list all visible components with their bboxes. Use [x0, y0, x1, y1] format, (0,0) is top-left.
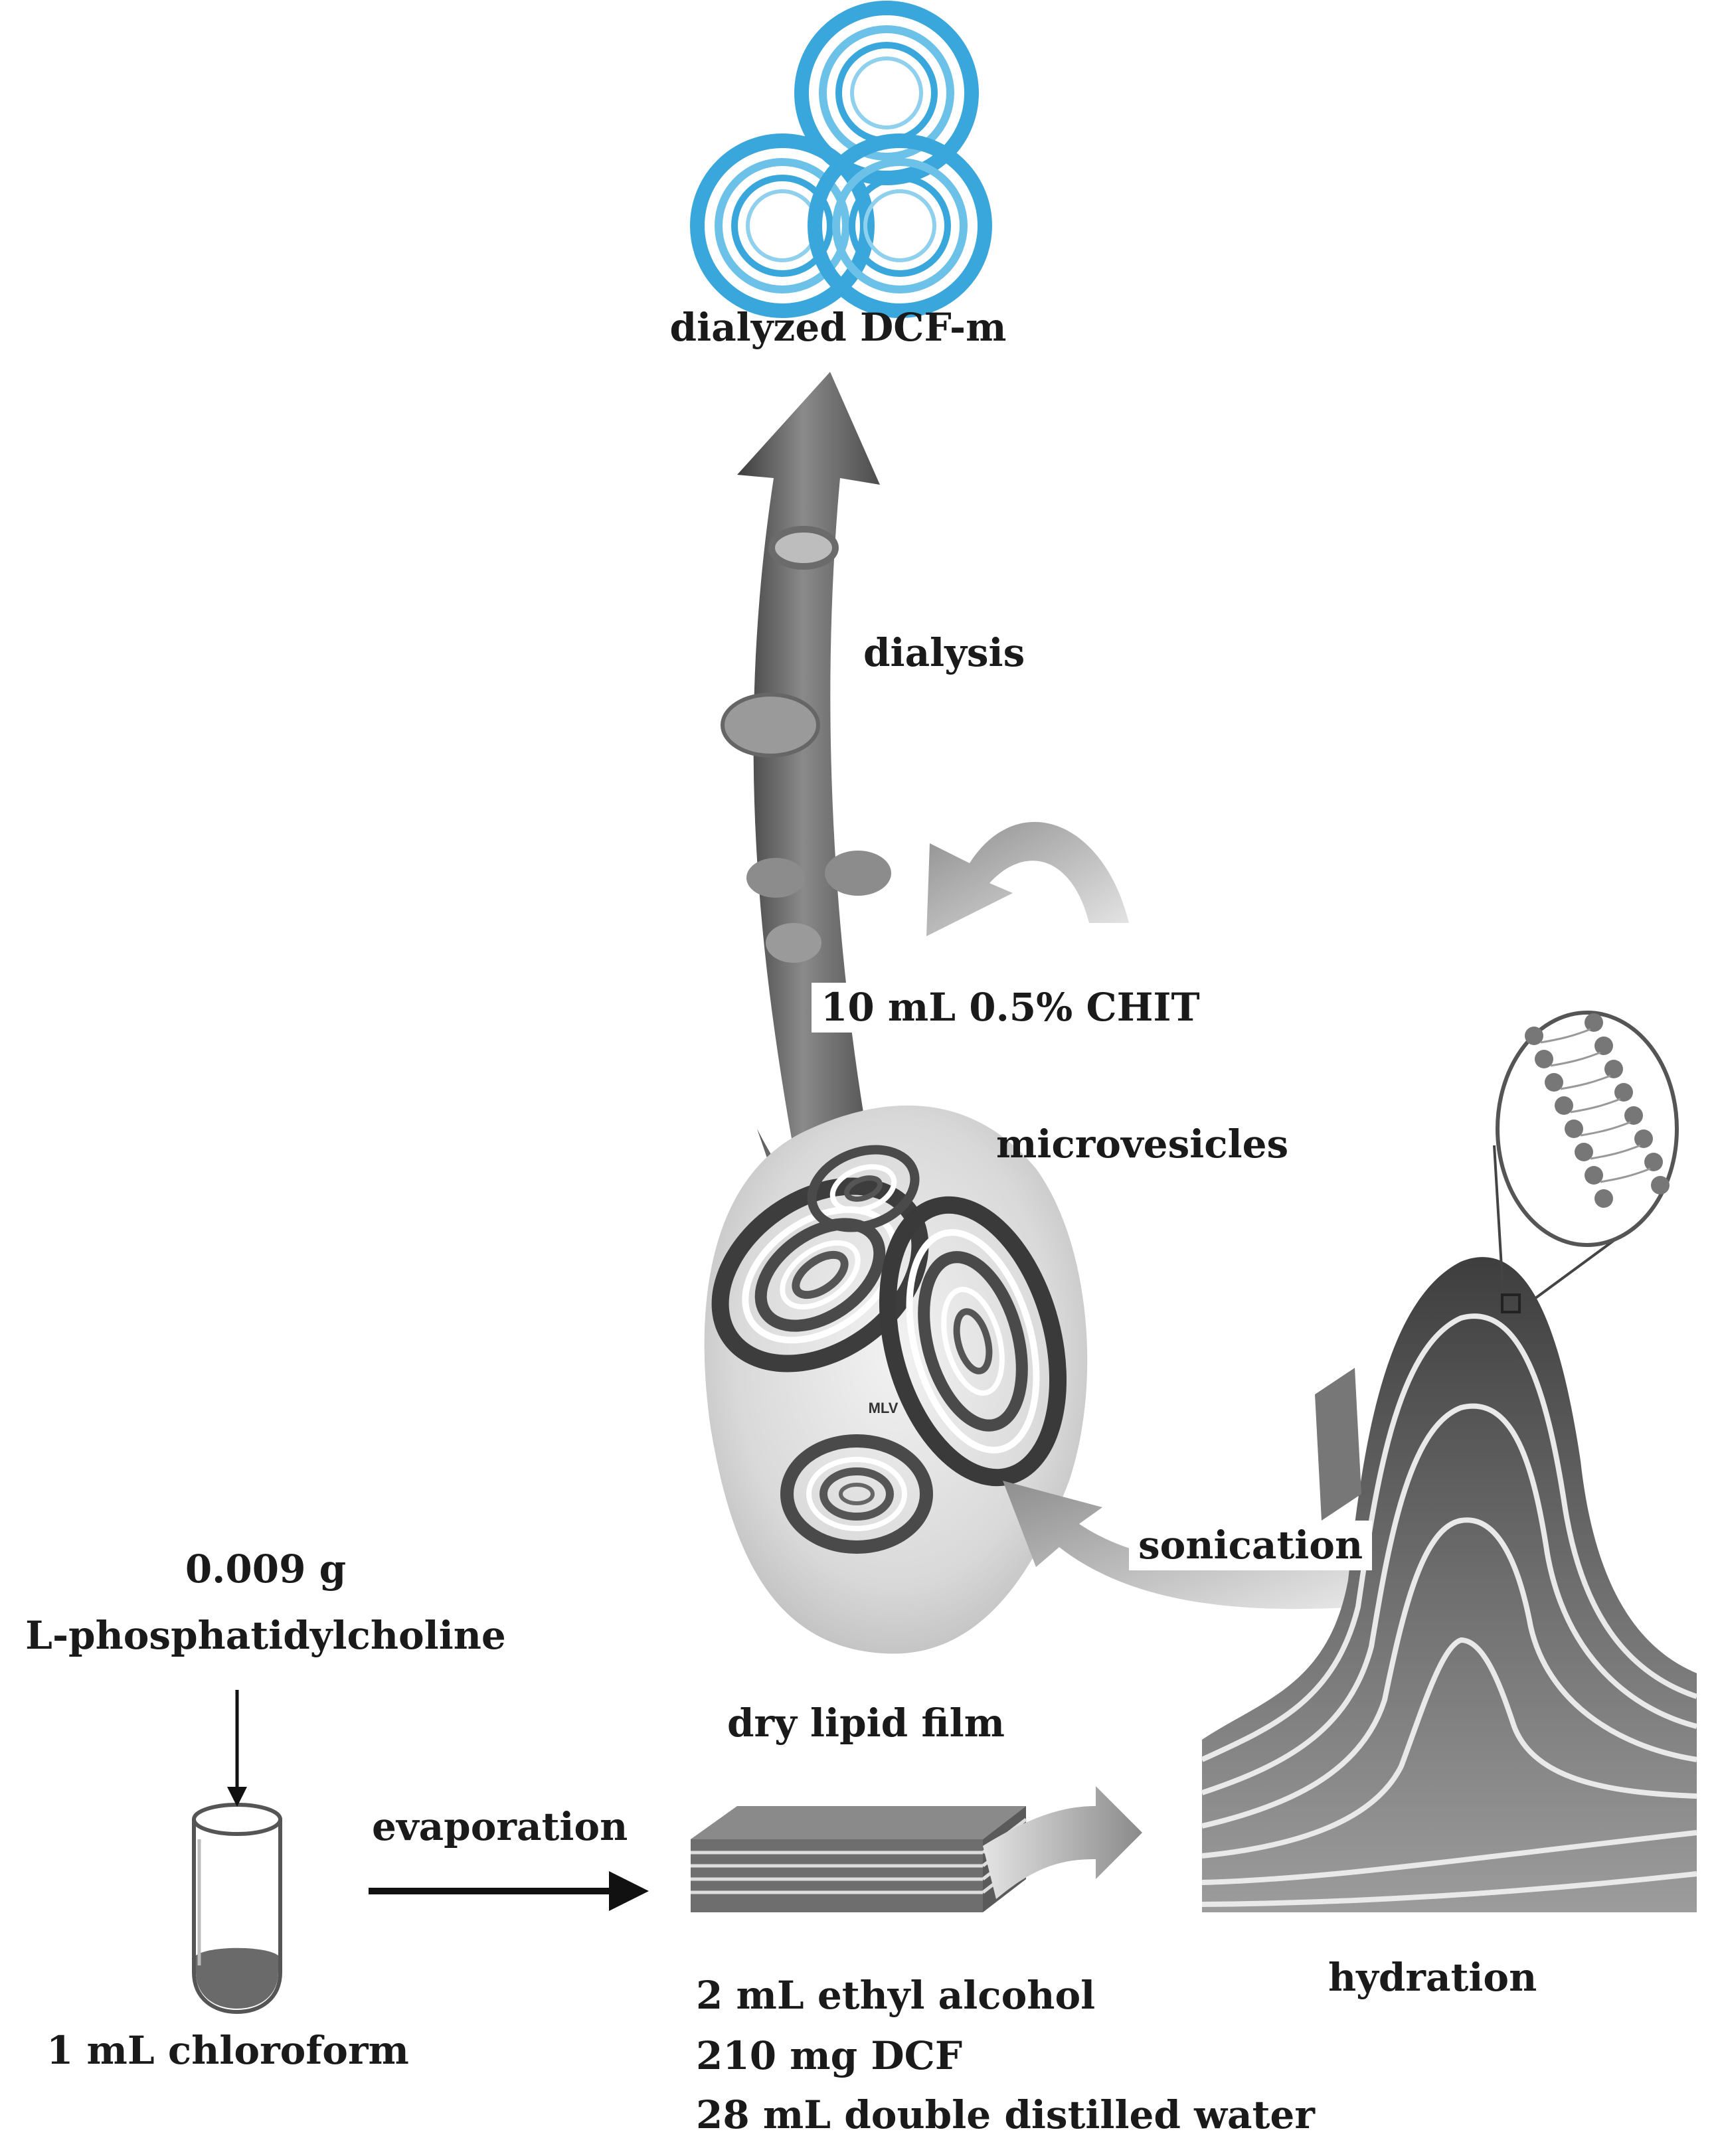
hydration-medium-ethanol: 2 mL ethyl alcohol: [696, 1973, 1096, 2018]
microvesicles-label: microvesicles: [996, 1121, 1289, 1167]
chit-addition-arrow: [926, 821, 1129, 936]
film-to-hydration-arrow: [983, 1786, 1142, 1899]
hydration-label: hydration: [1328, 1955, 1537, 2000]
phosphatidylcholine-amount: 0.009 g: [185, 1546, 347, 1592]
evaporation-label: evaporation: [372, 1804, 628, 1849]
hydration-bilayers-illustration: [1201, 1011, 1698, 1912]
chitosan-label: 10 mL 0.5% CHIT: [812, 983, 1209, 1033]
chloroform-label: 1 mL chloroform: [46, 2028, 409, 2073]
vesicle-disc-icon: [825, 851, 891, 896]
lipid-bilayer-zoom-icon: [1496, 1011, 1679, 1247]
product-label: dialyzed DCF-m: [669, 305, 1007, 350]
vesicle-disc-icon: [746, 858, 805, 898]
phosphatidylcholine-name: L-phosphatidylcholine: [25, 1613, 506, 1658]
chloroform-tube-icon: [192, 1803, 282, 2015]
dcf-m-vesicles-icon: [690, 1, 992, 318]
dry-lipid-film-icon: [691, 1806, 1027, 1912]
hydration-medium-dcf: 210 mg DCF: [696, 2033, 963, 2078]
microvesicles-illustration: MLV: [704, 1105, 1088, 1654]
mlv-tag: MLV: [869, 1400, 899, 1416]
sonication-label: sonication: [1129, 1521, 1373, 1570]
dialysis-label: dialysis: [863, 630, 1025, 675]
vesicle-right-icon: [808, 133, 992, 318]
dry-lipid-film-label: dry lipid film: [727, 1700, 1005, 1746]
vesicle-disc-icon: [766, 923, 821, 963]
sonication-arrow: [1003, 1481, 1361, 1610]
vesicle-disc-icon: [721, 693, 820, 758]
vesicle-disc-icon: [768, 526, 839, 570]
hydration-medium-water: 28 mL double distilled water: [696, 2092, 1315, 2137]
